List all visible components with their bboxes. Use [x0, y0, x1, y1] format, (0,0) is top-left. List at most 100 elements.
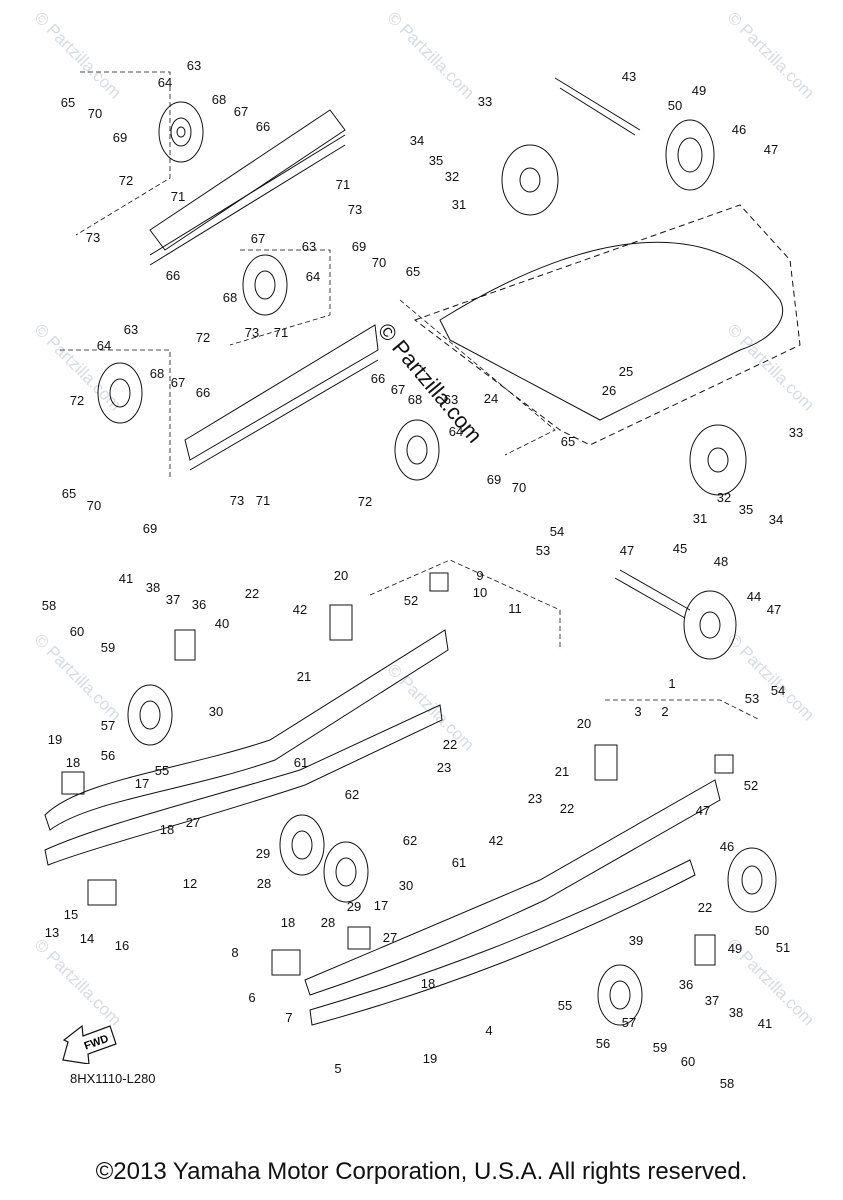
callout-39: 39: [629, 933, 643, 948]
callout-63: 63: [124, 322, 138, 337]
idler-wheel-31-bottom: [689, 424, 747, 496]
callout-27: 27: [383, 930, 397, 945]
callout-64: 64: [158, 75, 172, 90]
callout-44: 44: [747, 589, 761, 604]
wheel-left-front: [127, 684, 173, 746]
callout-65: 65: [61, 95, 75, 110]
idler-wheel-upper-1: [158, 101, 204, 163]
copyright-notice: ©2013 Yamaha Motor Corporation, U.S.A. A…: [95, 1158, 748, 1185]
callout-21: 21: [555, 764, 569, 779]
block-36-left: [174, 629, 196, 661]
callout-36: 36: [679, 977, 693, 992]
rear-axle-shaft: [554, 77, 641, 136]
callout-12: 12: [183, 876, 197, 891]
callout-73: 73: [230, 493, 244, 508]
callout-25: 25: [619, 364, 633, 379]
callout-15: 15: [64, 907, 78, 922]
callout-22: 22: [560, 801, 574, 816]
callout-70: 70: [87, 498, 101, 513]
callout-45: 45: [673, 541, 687, 556]
callout-63: 63: [302, 239, 316, 254]
callout-67: 67: [171, 375, 185, 390]
callout-22: 22: [245, 586, 259, 601]
callout-24: 24: [484, 391, 498, 406]
callout-18: 18: [66, 755, 80, 770]
callout-63: 63: [444, 392, 458, 407]
callout-67: 67: [391, 382, 405, 397]
callout-8: 8: [231, 945, 238, 960]
callout-17: 17: [135, 776, 149, 791]
callout-14: 14: [80, 931, 94, 946]
callout-29: 29: [347, 899, 361, 914]
callout-20: 20: [577, 716, 591, 731]
callout-57: 57: [622, 1015, 636, 1030]
right-slide-rail: [304, 779, 721, 996]
callout-20: 20: [334, 568, 348, 583]
callout-61: 61: [294, 755, 308, 770]
callout-37: 37: [166, 592, 180, 607]
callout-33: 33: [478, 94, 492, 109]
callout-67: 67: [251, 231, 265, 246]
callout-56: 56: [101, 748, 115, 763]
callout-70: 70: [372, 255, 386, 270]
callout-69: 69: [487, 472, 501, 487]
callout-63: 63: [187, 58, 201, 73]
callout-73: 73: [348, 202, 362, 217]
callout-36: 36: [192, 597, 206, 612]
rear-wheel-right: [665, 119, 715, 191]
callout-4: 4: [485, 1023, 492, 1038]
callout-6: 6: [248, 990, 255, 1005]
callout-37: 37: [705, 993, 719, 1008]
callout-53: 53: [745, 691, 759, 706]
callout-68: 68: [150, 366, 164, 381]
callout-60: 60: [681, 1054, 695, 1069]
callout-31: 31: [693, 511, 707, 526]
callout-43: 43: [622, 69, 636, 84]
callout-34: 34: [410, 133, 424, 148]
callout-35: 35: [429, 153, 443, 168]
callout-53: 53: [536, 543, 550, 558]
callout-42: 42: [293, 602, 307, 617]
callout-19: 19: [423, 1051, 437, 1066]
block-6: [271, 949, 301, 976]
callout-52: 52: [404, 593, 418, 608]
callout-1: 1: [668, 676, 675, 691]
callout-69: 69: [113, 130, 127, 145]
callout-30: 30: [209, 704, 223, 719]
callout-66: 66: [196, 385, 210, 400]
callout-22: 22: [443, 737, 457, 752]
wheel-right-front: [597, 964, 643, 1026]
block-17-left: [61, 771, 85, 795]
callout-47: 47: [620, 543, 634, 558]
callout-28: 28: [321, 915, 335, 930]
collar-52-lower: [714, 754, 734, 774]
callout-9: 9: [476, 568, 483, 583]
callout-65: 65: [62, 486, 76, 501]
callout-41: 41: [119, 571, 133, 586]
callout-41: 41: [758, 1016, 772, 1031]
block-14: [87, 879, 117, 906]
wheel-right-mid: [323, 841, 369, 903]
callout-18: 18: [281, 915, 295, 930]
callout-11: 11: [508, 601, 522, 616]
callout-51: 51: [776, 940, 790, 955]
callout-47: 47: [696, 803, 710, 818]
callout-5: 5: [334, 1061, 341, 1076]
upper-rear-rail-2: [184, 324, 379, 461]
callout-35: 35: [739, 502, 753, 517]
callout-55: 55: [155, 763, 169, 778]
callout-3: 3: [634, 704, 641, 719]
block-17-right: [347, 926, 371, 950]
callout-64: 64: [449, 424, 463, 439]
callout-69: 69: [143, 521, 157, 536]
callout-34: 34: [769, 512, 783, 527]
callout-66: 66: [256, 119, 270, 134]
center-shaft: [614, 569, 691, 619]
wheel-right-rear: [727, 847, 777, 913]
callout-38: 38: [146, 580, 160, 595]
callout-69: 69: [352, 239, 366, 254]
callout-66: 66: [371, 371, 385, 386]
callout-62: 62: [403, 833, 417, 848]
callout-16: 16: [115, 938, 129, 953]
